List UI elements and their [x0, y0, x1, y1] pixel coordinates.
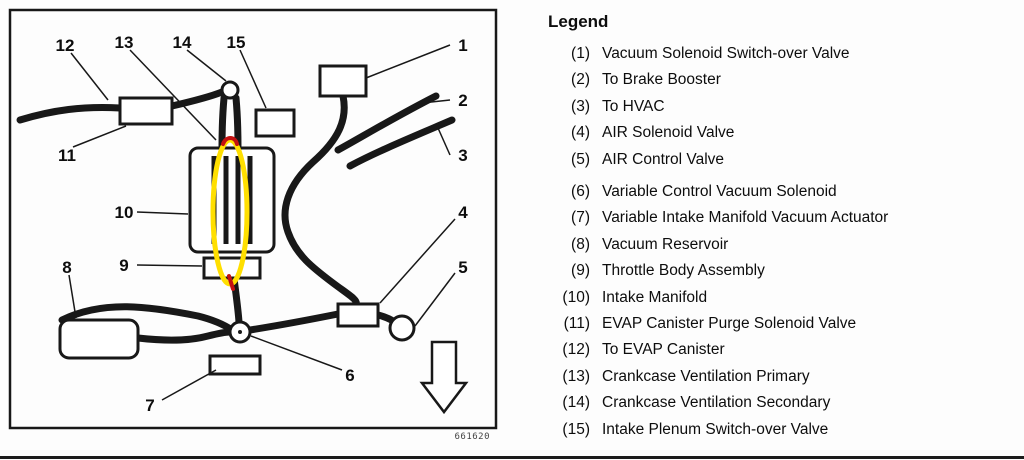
legend-item-label: Variable Intake Manifold Vacuum Actuator — [602, 209, 889, 227]
legend-item-number: (9) — [571, 262, 590, 280]
callout-3: 3 — [458, 146, 467, 165]
callout-11: 11 — [58, 146, 76, 165]
callout-2: 2 — [458, 91, 467, 110]
legend-item-label: Vacuum Solenoid Switch-over Valve — [602, 45, 850, 62]
callout-12: 12 — [56, 36, 75, 55]
throttle-body-assembly — [202, 256, 262, 280]
legend-item-14: (14) Crankcase Ventilation Secondary — [548, 390, 1014, 416]
leader-lines — [68, 44, 456, 401]
callout-7: 7 — [145, 396, 154, 415]
components — [58, 64, 469, 415]
callout-13: 13 — [115, 33, 134, 52]
legend-item-number: (14) — [562, 394, 590, 412]
legend: Legend (1) Vacuum Solenoid Switch-over Va… — [548, 12, 1014, 443]
vacuum-hose-diagram: 12 13 14 15 1 2 3 11 10 4 8 9 5 6 7 6616… — [8, 8, 502, 450]
air-control-valve — [388, 314, 416, 342]
callout-9: 9 — [119, 256, 128, 275]
legend-title: Legend — [548, 12, 609, 31]
legend-item-number: (3) — [571, 97, 590, 115]
callout-6: 6 — [345, 366, 354, 385]
callout-numbers: 12 13 14 15 1 2 3 11 10 4 8 9 5 6 7 — [56, 33, 469, 415]
crankcase-vent-secondary-port — [220, 80, 240, 100]
legend-item-label: AIR Solenoid Valve — [602, 124, 735, 142]
legend-item-label: Intake Manifold — [602, 288, 708, 306]
legend-item-number: (7) — [571, 209, 590, 227]
legend-list: (1) Vacuum Solenoid Switch-over Valve (2)… — [548, 41, 1014, 443]
legend-item-label: Throttle Body Assembly — [602, 262, 765, 280]
legend-item-13: (13) Crankcase Ventilation Primary — [548, 364, 1014, 390]
legend-item-9: (9) Throttle Body Assembly — [548, 258, 1014, 284]
legend-item-11: (11) EVAP Canister Purge Solenoid Valve — [548, 311, 1014, 337]
legend-item-number: (8) — [571, 235, 590, 253]
legend-item-number: (4) — [571, 124, 590, 142]
intake-plenum-switchover-valve — [254, 108, 296, 138]
callout-15: 15 — [227, 33, 246, 52]
legend-item-label: AIR Control Valve — [602, 150, 725, 168]
legend-item-3: (3) To HVAC — [548, 94, 1014, 120]
legend-item-5: (5) AIR Control Valve — [548, 147, 1014, 173]
legend-item-number: (12) — [562, 341, 590, 359]
legend-item-label: To EVAP Canister — [602, 341, 725, 359]
callout-4: 4 — [458, 203, 468, 222]
diagram-border — [8, 8, 498, 430]
figure-code: 661620 — [454, 432, 490, 442]
legend-item-15: (15) Intake Plenum Switch-over Valve — [548, 417, 1014, 443]
legend-item-number: (10) — [562, 288, 590, 306]
solenoid-center-dot — [238, 330, 242, 334]
vacuum-actuator — [208, 354, 262, 376]
legend-item-label: Vacuum Reservoir — [602, 235, 729, 253]
legend-item-number: (2) — [571, 71, 590, 89]
legend-item-4: (4) AIR Solenoid Valve — [548, 120, 1014, 146]
air-solenoid-valve — [336, 302, 380, 328]
legend-item-6: (6) Variable Control Vacuum Solenoid — [548, 179, 1014, 205]
callout-1: 1 — [458, 36, 467, 55]
intake-manifold — [188, 146, 276, 254]
evap-purge-solenoid-valve — [118, 96, 174, 126]
legend-item-10: (10) Intake Manifold — [548, 285, 1014, 311]
legend-item-2: (2) To Brake Booster — [548, 67, 1014, 93]
diagram-canvas: 12 13 14 15 1 2 3 11 10 4 8 9 5 6 7 — [8, 8, 498, 430]
down-arrow-icon — [419, 340, 469, 415]
callout-8: 8 — [62, 258, 71, 277]
legend-item-8: (8) Vacuum Reservoir — [548, 232, 1014, 258]
legend-item-label: Crankcase Ventilation Secondary — [602, 394, 831, 412]
callout-14: 14 — [173, 33, 192, 52]
legend-item-number: (11) — [563, 315, 590, 333]
legend-item-label: To Brake Booster — [602, 71, 721, 89]
legend-item-label: Crankcase Ventilation Primary — [602, 367, 810, 385]
legend-item-number: (13) — [562, 367, 590, 385]
legend-item-1: (1) Vacuum Solenoid Switch-over Valve — [548, 41, 1014, 67]
bottom-divider — [0, 456, 1024, 459]
legend-item-12: (12) To EVAP Canister — [548, 337, 1014, 363]
legend-item-7: (7) Variable Intake Manifold Vacuum Actua… — [548, 205, 1014, 231]
legend-item-number: (5) — [571, 150, 590, 168]
legend-item-number: (15) — [562, 420, 590, 438]
vacuum-solenoid-switchover-valve — [318, 64, 368, 98]
vacuum-reservoir — [58, 318, 140, 360]
legend-item-label: Variable Control Vacuum Solenoid — [602, 183, 837, 201]
legend-item-label: EVAP Canister Purge Solenoid Valve — [602, 315, 857, 333]
callout-5: 5 — [458, 258, 467, 277]
annotation-highlights — [210, 136, 250, 291]
legend-item-label: Intake Plenum Switch-over Valve — [602, 420, 829, 438]
callout-10: 10 — [115, 203, 134, 222]
red-mark-top — [221, 136, 239, 146]
red-mark-bottom — [227, 274, 235, 291]
legend-item-number: (6) — [571, 183, 590, 201]
legend-item-number: (1) — [571, 45, 590, 62]
legend-item-label: To HVAC — [602, 97, 665, 115]
